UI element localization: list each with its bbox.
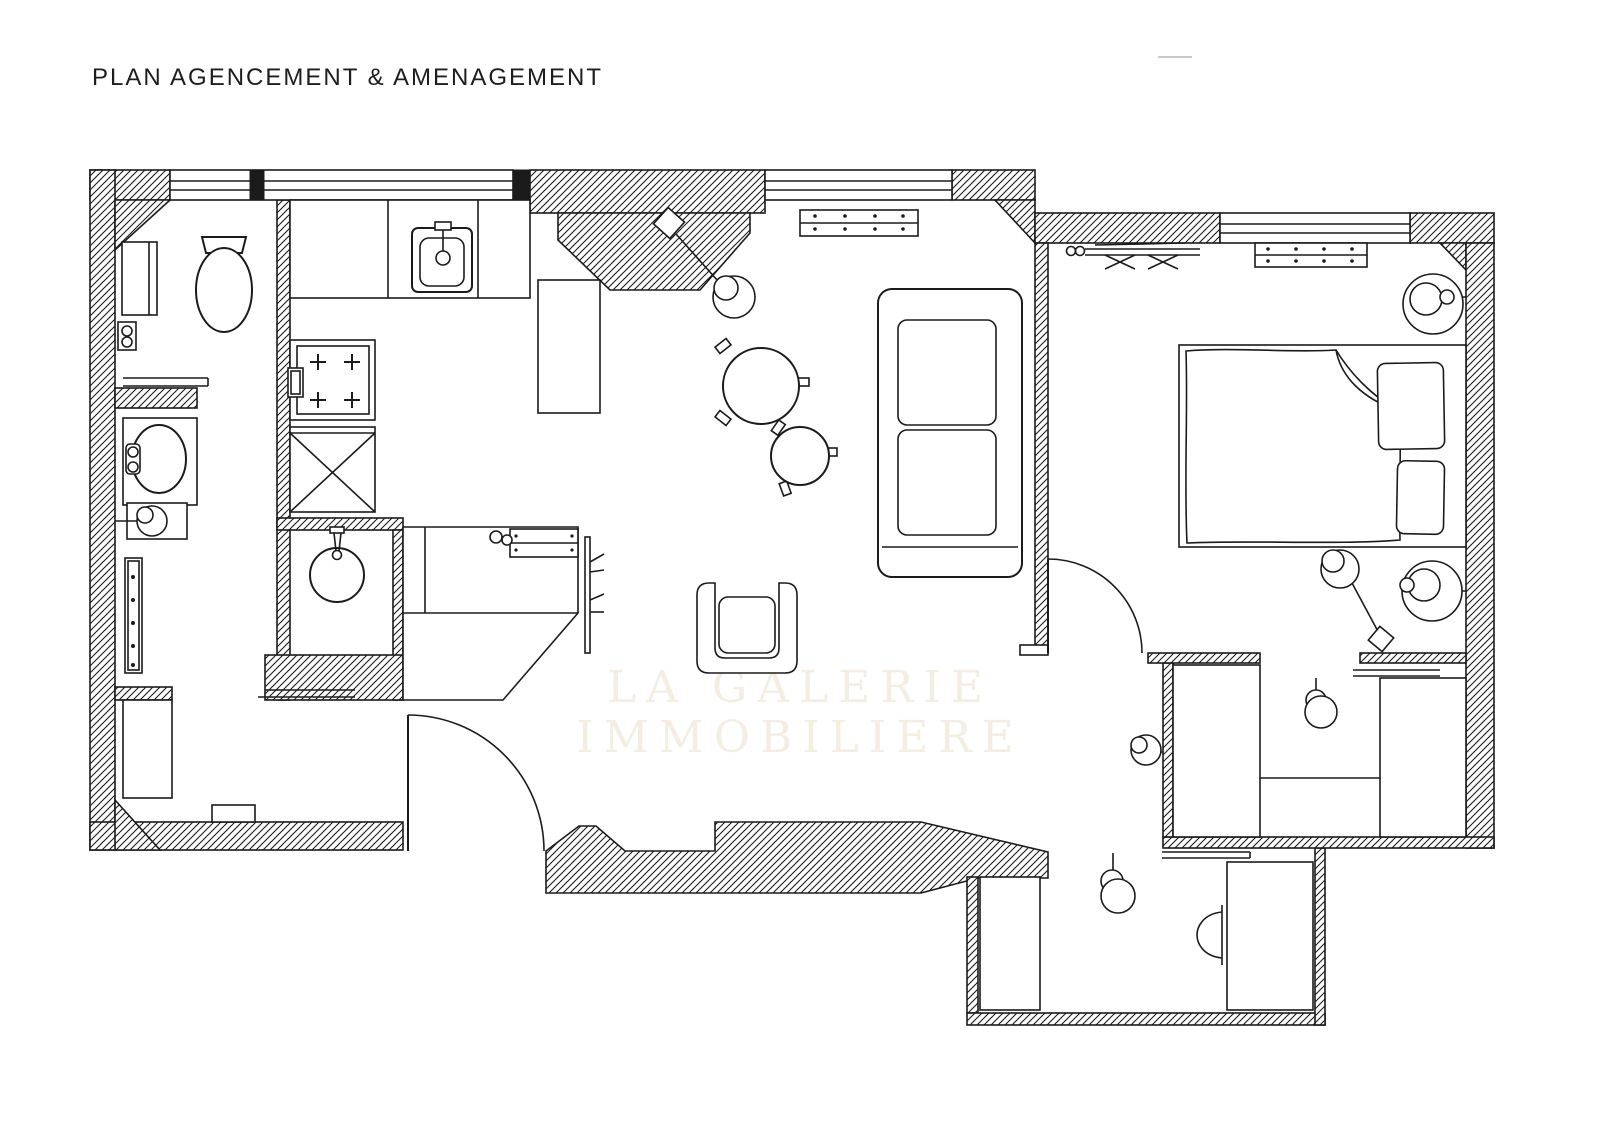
partition-foot [1019,644,1049,656]
wall-dressing-top-left [1147,652,1261,664]
wall-dressing-top-right [1359,652,1467,664]
room-wc [117,236,253,387]
wall-office-right [1314,847,1326,1026]
pillow [1395,459,1446,536]
wall-left [89,169,116,851]
washing-machine [289,426,376,513]
shelf [258,689,355,698]
wall-top-right-living [951,169,1036,201]
wall-stub-bathroom [114,686,173,701]
wall-corner-bevel-tl [114,199,173,252]
wall-right [1465,242,1495,849]
radiator [1254,242,1368,268]
wall-lamp-icon [115,505,168,537]
wall-kitchen-divider [276,199,291,701]
wall-dressing-bottom [1162,836,1495,849]
light-switch [117,321,137,351]
wardrobe [1172,664,1261,838]
window-living [764,169,953,201]
wall-office-bottom [966,1012,1326,1026]
coffee-table-small [770,418,838,497]
room-shower [258,526,365,698]
window-bedroom [1219,212,1411,244]
low-cabinet [122,699,173,799]
sofa-cushion [897,429,997,536]
room-dressing [1130,664,1467,859]
armchair [696,582,798,674]
double-bed [1178,344,1467,548]
window-kitchen [169,169,531,201]
windows [169,169,1411,244]
kitchen-counter [289,199,531,299]
chimney-breast [557,212,751,291]
pillow [1376,361,1446,451]
kitchen-peninsula [402,526,605,701]
toilet [195,236,253,333]
wall-lamp-icon [1130,734,1163,766]
stove [287,339,376,421]
sofa-cushion [897,319,997,426]
wall-stub-wc [114,387,198,409]
shelf [123,377,209,387]
walls [89,169,1495,1026]
wall-lamp-icon [652,206,756,319]
bedside-lamp-icon [1399,560,1466,622]
desk [1226,861,1314,1011]
pendant-lamp-icon [1304,678,1338,729]
room-bathroom [115,417,256,823]
wall-cabinet [121,241,158,316]
window-mullion [249,169,265,201]
pendant-lamp-icon [1100,853,1136,914]
wall-top-bedroom [1034,212,1221,244]
towel-radiator [124,557,143,674]
coffee-table-large [713,337,810,427]
page-title: PLAN AGENCEMENT & AMENAGEMENT [92,64,603,91]
wall-bevel-bl [114,797,162,851]
burners [310,354,360,408]
room-kitchen [287,199,605,701]
round-basin [309,526,365,603]
bedroom-door [1047,558,1143,654]
entry-door [407,714,545,852]
radiator [799,209,919,237]
wall-office-left [966,876,979,1014]
kitchen-sink [411,221,473,293]
shelf [1353,669,1440,677]
watermark: LA GALERIE IMMOBILIERE [576,662,1023,763]
ceiling-lamp-icon [1402,273,1466,335]
tall-unit [537,279,601,414]
shelf [1162,851,1251,859]
partition-living-bedroom [1034,242,1049,654]
washbasin [125,424,187,494]
wall-top-right-corner [1409,212,1495,244]
desk-chair [1196,905,1223,965]
wall-bevel-bedroom-tr [1438,242,1467,272]
sofa [877,288,1023,578]
armchair-seat [718,596,776,654]
room-living [652,206,1023,674]
drying-rack [1065,242,1200,270]
wall-dressing-left [1162,662,1174,838]
wall-bevel-living-bedroom [993,199,1036,246]
bedside-lamp-icon [1320,549,1395,653]
window-mullion [512,169,531,201]
drawer-unit [489,528,579,558]
wall-shower-bottom [264,654,404,701]
office-cabinet [979,876,1041,1011]
wardrobe [1379,677,1467,838]
hall-step [211,804,256,823]
watermark-line1: LA GALERIE [607,662,993,713]
watermark-line2: IMMOBILIERE [576,712,1023,763]
room-office [979,853,1314,1011]
wall-top-center [529,169,766,214]
towel-bar [584,536,605,654]
room-bedroom [1047,242,1467,654]
